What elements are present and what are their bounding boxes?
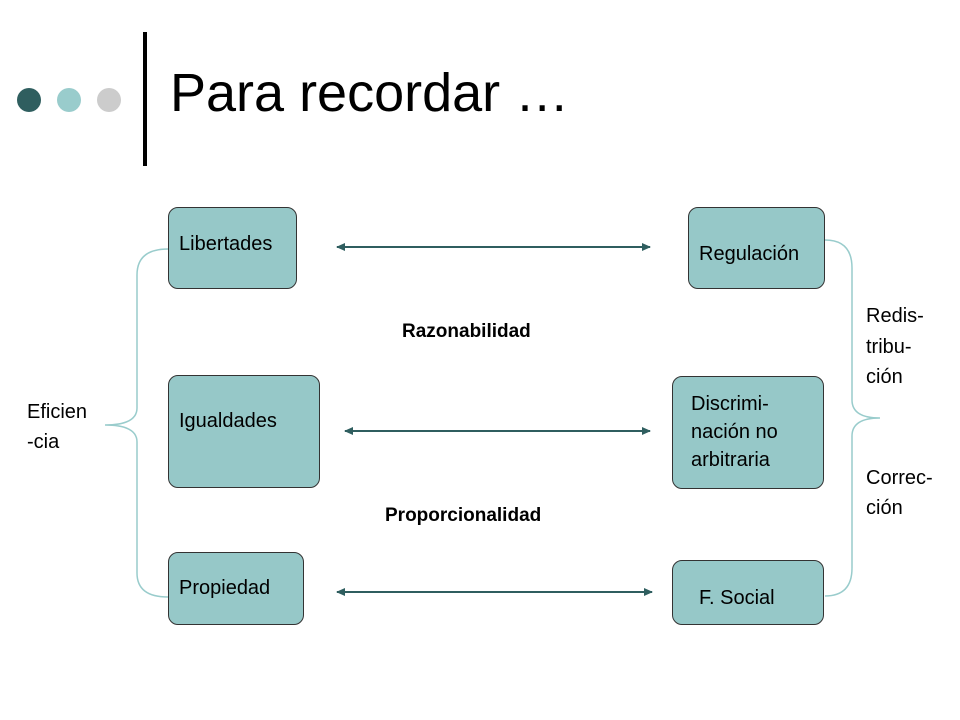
right-brace <box>824 239 881 597</box>
proporcionalidad-label: Proporcionalidad <box>385 505 542 526</box>
left-brace <box>104 248 169 598</box>
igualdades-box: Igualdades <box>168 375 320 488</box>
slide-title: Para recordar … <box>170 63 570 123</box>
title-divider <box>143 32 147 166</box>
eficiencia-line-2: -cia <box>27 431 60 453</box>
teal-dot-icon <box>57 88 81 112</box>
gray-dot-icon <box>97 88 121 112</box>
redistribucion-line-2: tribu- <box>866 336 912 358</box>
dark-dot-icon <box>17 88 41 112</box>
razonabilidad-label: Razonabilidad <box>402 321 531 342</box>
regulacion-label: Regulación <box>699 243 800 265</box>
discriminacion-line-3: arbitraria <box>691 449 770 471</box>
f-social-box: F. Social <box>672 560 824 625</box>
eficiencia-line-1: Eficien <box>27 401 88 423</box>
regulacion-box: Regulación <box>688 207 825 289</box>
discriminacion-line-1: Discrimi- <box>691 393 769 415</box>
propiedad-box: Propiedad <box>168 552 304 625</box>
redistribucion-line-3: ción <box>866 366 903 388</box>
propiedad-label: Propiedad <box>179 577 271 599</box>
correccion-line-2: ción <box>866 497 903 519</box>
correccion-line-1: Correc- <box>866 467 933 489</box>
f-social-label: F. Social <box>699 587 775 609</box>
igualdades-label: Igualdades <box>179 410 277 432</box>
libertades-label: Libertades <box>179 233 273 255</box>
discriminacion-line-2: nación no <box>691 421 778 443</box>
libertades-box: Libertades <box>168 207 297 289</box>
redistribucion-line-1: Redis- <box>866 305 924 327</box>
discriminacion-box: Discrimi- nación no arbitraria <box>672 376 824 489</box>
